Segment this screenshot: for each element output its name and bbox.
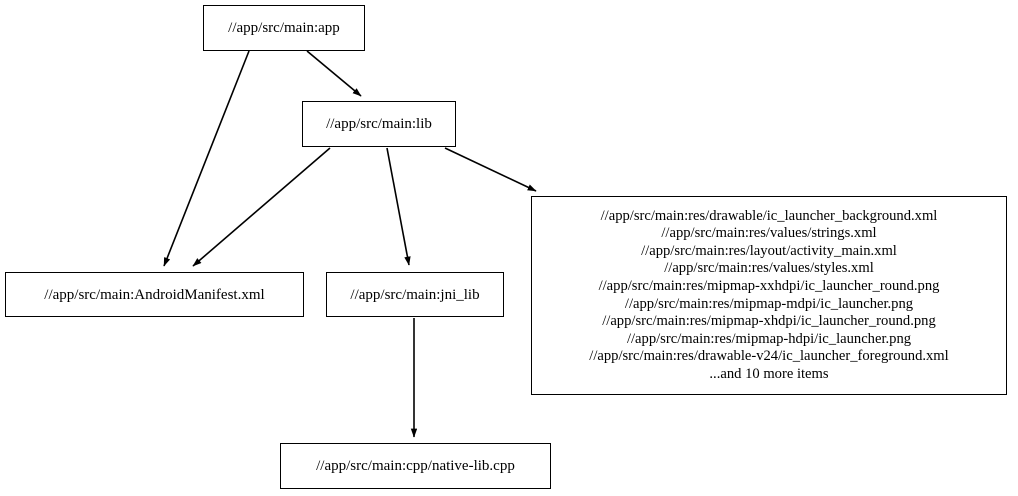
- edge-app-to-lib: [306, 50, 362, 97]
- node-res-group-label: //app/src/main:res/drawable/ic_launcher_…: [589, 207, 949, 382]
- node-android-manifest[interactable]: //app/src/main:AndroidManifest.xml: [5, 272, 304, 317]
- edge-app-to-manifest: [163, 50, 250, 267]
- node-native-lib-cpp[interactable]: //app/src/main:cpp/native-lib.cpp: [280, 443, 551, 489]
- node-jni-lib[interactable]: //app/src/main:jni_lib: [326, 272, 504, 317]
- node-lib-label: //app/src/main:lib: [326, 116, 432, 132]
- node-jni-lib-label: //app/src/main:jni_lib: [350, 286, 480, 303]
- node-native-lib-cpp-label: //app/src/main:cpp/native-lib.cpp: [316, 458, 515, 474]
- node-app[interactable]: //app/src/main:app: [203, 5, 365, 51]
- edge-lib-to-jni-lib: [386, 147, 411, 266]
- node-app-label: //app/src/main:app: [228, 20, 340, 36]
- node-android-manifest-label: //app/src/main:AndroidManifest.xml: [44, 286, 265, 303]
- edge-lib-to-manifest: [192, 147, 331, 267]
- node-lib[interactable]: //app/src/main:lib: [302, 101, 456, 147]
- edge-lib-to-res: [444, 147, 537, 192]
- node-res-group[interactable]: //app/src/main:res/drawable/ic_launcher_…: [531, 196, 1007, 395]
